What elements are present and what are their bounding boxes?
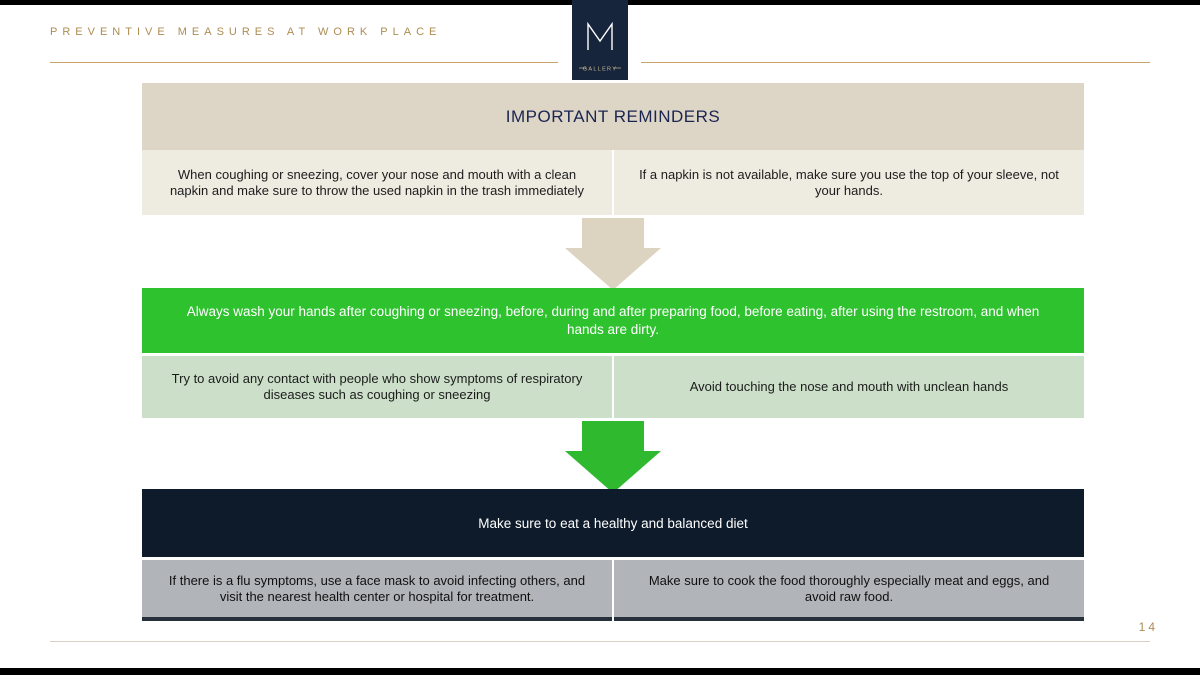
mgallery-logo: GALLERY [572,0,628,80]
reminders-block: IMPORTANT REMINDERS When coughing or sne… [142,83,1084,215]
healthy-diet-header: Make sure to eat a healthy and balanced … [142,489,1084,557]
avoid-touching-cell: Avoid touching the nose and mouth with u… [614,356,1084,418]
logo-subtitle: GALLERY [583,67,617,73]
bottom-black-bar [0,668,1200,675]
slide-header-title: PREVENTIVE MEASURES AT WORK PLACE [50,26,442,38]
reminder-cell-sleeve: If a napkin is not available, make sure … [614,150,1084,215]
face-mask-cell: If there is a flu symptoms, use a face m… [142,560,612,621]
mgallery-logo-graphic: GALLERY [572,0,628,80]
healthy-diet-block: Make sure to eat a healthy and balanced … [142,489,1084,621]
cook-food-cell: Make sure to cook the food thoroughly es… [614,560,1084,621]
header-rule-left [50,62,558,63]
header-rule-right [641,62,1150,63]
important-reminders-header: IMPORTANT REMINDERS [142,83,1084,150]
m-glyph-icon [587,21,613,50]
reminder-cell-napkin: When coughing or sneezing, cover your no… [142,150,612,215]
avoid-contact-cell: Try to avoid any contact with people who… [142,356,612,418]
handwashing-header: Always wash your hands after coughing or… [142,288,1084,353]
handwashing-block: Always wash your hands after coughing or… [142,288,1084,418]
page-number: 14 [1138,620,1158,634]
down-arrow-green-icon [565,421,661,493]
footer-rule [50,641,1150,642]
down-arrow-beige-icon [565,218,661,290]
